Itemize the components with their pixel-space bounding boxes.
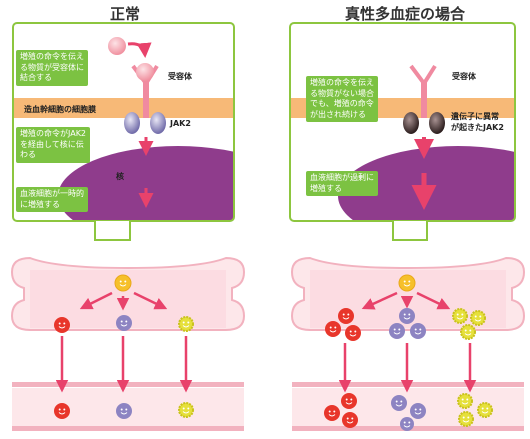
smiley-red-cell-icon <box>54 317 70 333</box>
smiley-purple-cell-icon <box>399 308 415 324</box>
ligand-icon <box>108 37 126 55</box>
jak2-protein-icon <box>150 112 166 134</box>
right-cell-flow <box>338 291 477 393</box>
left-note-result: 血液細胞が一時的に増殖する <box>16 187 88 212</box>
smiley-yellow-cell-icon <box>470 310 486 326</box>
smiley-yellow-cell-icon <box>458 411 474 427</box>
smiley-stem-cell-icon <box>114 274 132 292</box>
nucleus <box>338 146 515 221</box>
mutated-jak2-icon <box>429 112 445 134</box>
smiley-yellow-cell-icon <box>460 324 476 340</box>
left-note-binding: 増殖の命令を伝える物質が受容体に結合する <box>16 50 88 86</box>
binding-arrow <box>127 42 152 58</box>
smiley-purple-cell-icon <box>116 403 132 419</box>
left-receptor-label: 受容体 <box>168 72 192 81</box>
smiley-red-cell-icon <box>324 405 340 421</box>
smiley-yellow-cell-icon <box>178 402 194 418</box>
smiley-red-cell-icon <box>345 325 361 341</box>
smiley-yellow-cell-icon <box>178 316 194 332</box>
nucleus <box>58 146 234 221</box>
receptor-icon <box>409 64 437 118</box>
smiley-red-cell-icon <box>325 321 341 337</box>
jak2-protein-icon <box>124 112 140 134</box>
smiley-purple-cell-icon <box>410 323 426 339</box>
left-title: 正常 <box>109 5 140 23</box>
smiley-red-cell-icon <box>341 393 357 409</box>
smiley-yellow-cell-icon <box>452 308 468 324</box>
nucleus-label: 核 <box>116 172 124 181</box>
smiley-purple-cell-icon <box>391 395 407 411</box>
smiley-yellow-cell-icon <box>457 393 473 409</box>
smiley-red-cell-icon <box>342 412 358 428</box>
right-note-result: 血液細胞が過剰に増殖する <box>306 171 378 196</box>
mutated-jak2-label: 遺伝子に異常が起きたJAK2 <box>451 112 504 132</box>
smiley-purple-cell-icon <box>410 403 426 419</box>
smiley-purple-cell-icon <box>389 323 405 339</box>
smiley-purple-cell-icon <box>400 417 414 431</box>
bound-ligand-icon <box>136 63 154 81</box>
membrane-label: 造血幹細胞の細胞膜 <box>24 105 96 114</box>
right-note-signal: 増殖の命令を伝える物質がない場合でも、増殖の命令が出され続ける <box>306 76 378 122</box>
smiley-red-cell-icon <box>54 403 70 419</box>
left-cell-flow <box>55 291 193 393</box>
smiley-stem-cell-icon <box>398 274 416 292</box>
smiley-yellow-cell-icon <box>477 402 493 418</box>
right-connector <box>392 221 428 241</box>
jak2-label: JAK2 <box>170 119 191 128</box>
right-receptor-label: 受容体 <box>452 72 476 81</box>
smiley-red-cell-icon <box>338 308 354 324</box>
cell-membrane <box>13 98 234 118</box>
mutated-jak2-icon <box>403 112 419 134</box>
smiley-purple-cell-icon <box>116 315 132 331</box>
right-title: 真性多血症の場合 <box>344 5 465 23</box>
right-cell-panel <box>289 22 516 241</box>
left-connector <box>94 221 131 241</box>
